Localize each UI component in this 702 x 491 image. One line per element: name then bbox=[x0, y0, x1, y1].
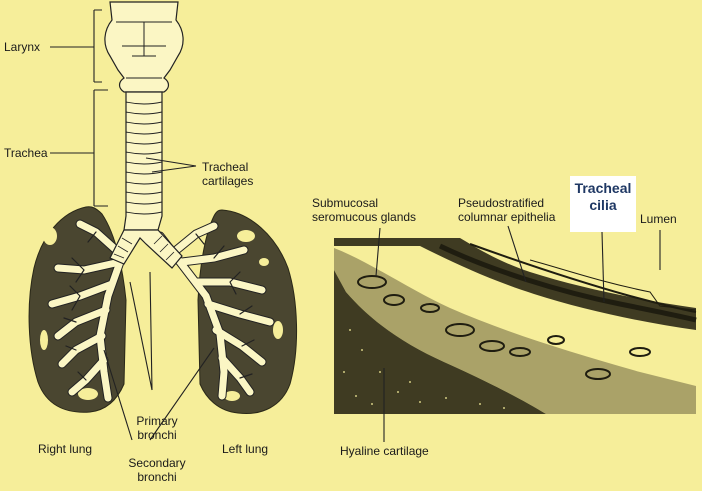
primary-bronchi-leaders bbox=[129, 271, 153, 391]
label-secondary-bronchi-line2: bronchi bbox=[137, 470, 177, 484]
label-pseudostratified-line1: Pseudostratified bbox=[458, 196, 545, 210]
primary-bronchi-shape bbox=[109, 229, 183, 269]
trachea-and-larynx bbox=[104, 1, 184, 269]
label-tracheal-cartilages-line2: cartilages bbox=[202, 174, 254, 188]
label-larynx: Larynx bbox=[4, 40, 41, 54]
tracheal-cilia-callout: Tracheal cilia bbox=[570, 176, 636, 232]
pseudostratified-leader bbox=[507, 225, 527, 283]
label-right-lung: Right lung bbox=[38, 442, 93, 456]
label-trachea: Trachea bbox=[4, 146, 48, 160]
label-secondary-bronchi-line1: Secondary bbox=[128, 456, 186, 470]
label-pseudostratified-line2: columnar epithelia bbox=[458, 210, 556, 224]
label-hyaline-cartilage: Hyaline cartilage bbox=[340, 444, 429, 458]
label-left-lung: Left lung bbox=[222, 442, 269, 456]
label-primary-bronchi: Primary bronchi bbox=[132, 414, 182, 442]
tracheal-cilia-leader bbox=[601, 231, 605, 303]
label-primary-bronchi-line2: bronchi bbox=[137, 428, 177, 442]
secondary-bronchi-leaders bbox=[103, 347, 215, 441]
label-primary-bronchi-line1: Primary bbox=[136, 414, 178, 428]
left-leader-lines bbox=[50, 9, 215, 441]
label-tracheal-cilia-line1: Tracheal bbox=[574, 180, 632, 196]
label-tracheal-cartilages: Tracheal cartilages bbox=[202, 160, 253, 188]
tracheal-cartilages-leaders bbox=[145, 157, 197, 173]
larynx-bracket bbox=[50, 9, 102, 83]
histology-section bbox=[334, 238, 697, 414]
label-secondary-bronchi: Secondary bronchi bbox=[122, 456, 192, 484]
label-submucosal-line2: seromucous glands bbox=[312, 210, 417, 224]
label-pseudostratified: Pseudostratified columnar epithelia bbox=[458, 196, 555, 224]
right-leader-lines bbox=[375, 225, 661, 442]
label-lumen: Lumen bbox=[640, 212, 677, 226]
lung-patches bbox=[40, 227, 283, 401]
label-submucosal-glands: Submucosal seromucous glands bbox=[312, 196, 416, 224]
label-tracheal-cilia-line2: cilia bbox=[589, 197, 617, 213]
tracheal-rings bbox=[125, 101, 163, 215]
trachea-bracket bbox=[50, 89, 108, 207]
label-submucosal-line1: Submucosal bbox=[312, 196, 379, 210]
label-tracheal-cartilages-line1: Tracheal bbox=[202, 160, 249, 174]
submucosal-leader bbox=[375, 227, 381, 277]
label-tracheal-cilia: Tracheal cilia bbox=[570, 176, 636, 214]
hyaline-cartilage-region bbox=[334, 270, 546, 414]
